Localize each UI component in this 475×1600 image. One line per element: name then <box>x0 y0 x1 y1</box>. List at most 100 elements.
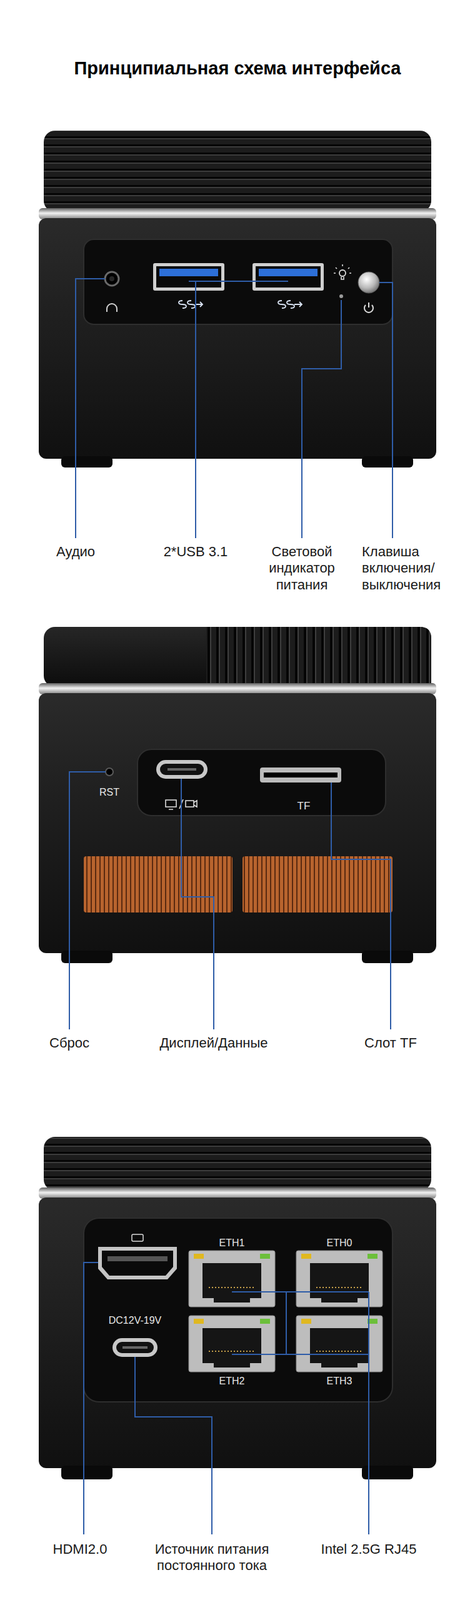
callout-label: Intel 2.5G RJ45 <box>296 1541 441 1558</box>
side-face <box>38 693 437 954</box>
port-marking: DC12V-19V <box>88 1314 182 1327</box>
port-marking-wrap: ETH3 <box>311 1375 368 1387</box>
headset-icon <box>106 303 117 312</box>
rj45-led <box>301 1253 312 1259</box>
leader-line <box>331 782 391 1030</box>
rj45-led <box>301 1318 312 1324</box>
rj45-opening <box>310 1328 369 1368</box>
usb-c-tongue <box>167 768 197 771</box>
led-icon-rays <box>333 264 352 280</box>
usb-port-tongue <box>159 268 219 277</box>
lid-flat <box>43 626 432 687</box>
port-marking-wrap: ETH0 <box>311 1236 368 1249</box>
port-marking: RST <box>87 786 132 799</box>
foot <box>361 456 414 468</box>
leader-line <box>83 1262 99 1535</box>
reset-hole <box>105 768 114 776</box>
usb-c-opening <box>160 763 204 775</box>
callout-label-wrap: Дисплей/Данные <box>141 1035 286 1052</box>
callout-label: Аудио <box>35 543 117 560</box>
power-led <box>339 294 344 299</box>
rj45-led <box>367 1253 378 1259</box>
rj45-opening <box>310 1263 369 1303</box>
callout-label: Источник питания постоянного тока <box>140 1541 284 1575</box>
callout-label: Слот TF <box>343 1035 438 1052</box>
superspeed-icon <box>278 300 302 309</box>
led-icon <box>339 270 346 277</box>
usb-port <box>153 263 225 291</box>
lid-fins <box>43 130 432 212</box>
data-icon-lens <box>193 800 197 807</box>
rj45-pins <box>316 1286 363 1289</box>
audio-jack <box>105 271 119 286</box>
front-face <box>38 218 437 459</box>
usb-c-port <box>156 760 208 779</box>
port-panel <box>83 1218 393 1402</box>
port-marking-wrap: ETH1 <box>203 1236 260 1249</box>
lid-fins <box>43 1136 432 1191</box>
tf-slot-opening <box>263 772 338 778</box>
hd-icon <box>131 1234 144 1242</box>
rj45-port <box>188 1250 275 1307</box>
callout-label: Сброс <box>28 1035 110 1052</box>
callout-label-wrap: Intel 2.5G RJ45 <box>296 1541 441 1558</box>
port-marking: ETH2 <box>203 1375 260 1387</box>
leader-lines <box>69 278 393 1535</box>
callout-label-wrap: Аудио <box>35 543 117 560</box>
port-marking: ETH1 <box>203 1236 260 1249</box>
leader-line <box>181 778 214 1030</box>
callout-label-wrap: Источник питания постоянного тока <box>140 1541 284 1575</box>
rj45-pins <box>316 1350 363 1352</box>
power-button <box>358 271 380 294</box>
usb-c-port <box>112 1338 158 1357</box>
superspeed-icon <box>178 300 203 309</box>
copper-vent <box>83 856 233 913</box>
tf-slot <box>260 767 342 783</box>
leader-line <box>379 282 393 539</box>
hdmi-opening <box>101 1250 174 1276</box>
usb-c-tongue <box>122 1346 148 1349</box>
audio-jack-hole <box>109 276 115 282</box>
silver-rim <box>38 683 437 695</box>
power-symbol <box>364 302 374 313</box>
port-marking: ETH3 <box>311 1375 368 1387</box>
silver-rim <box>38 208 437 220</box>
rj45-pins <box>208 1350 255 1352</box>
port-marking: ETH0 <box>311 1236 368 1249</box>
rj45-port <box>296 1315 383 1372</box>
callout-label: Дисплей/Данные <box>141 1035 286 1052</box>
lid-fins <box>206 626 432 687</box>
leader-line <box>69 771 106 1030</box>
rear-face <box>38 1197 437 1469</box>
rj45-opening <box>202 1328 262 1368</box>
callout-label: Клавиша включения/ выключения <box>361 543 465 594</box>
foot <box>61 1465 113 1480</box>
rj45-pins <box>208 1286 255 1289</box>
display-icon <box>165 800 177 807</box>
hdmi-tongue <box>107 1256 168 1262</box>
port-marking-wrap: DC12V-19V <box>88 1314 182 1327</box>
page-title: Принципиальная схема интерфейса <box>12 57 463 80</box>
usb-port <box>252 263 324 291</box>
foot <box>361 950 414 964</box>
page-title-wrap: Принципиальная схема интерфейса <box>12 57 463 80</box>
leader-line <box>75 278 105 539</box>
port-marking-wrap: ETH2 <box>203 1375 260 1387</box>
callout-label: Световой индикатор питания <box>258 543 346 594</box>
rj45-port <box>188 1315 275 1372</box>
rj45-led <box>193 1318 204 1324</box>
leader-line <box>301 300 342 539</box>
callout-label-wrap: Клавиша включения/ выключения <box>361 543 465 594</box>
hdmi-port <box>98 1246 177 1280</box>
copper-vent <box>242 856 393 913</box>
rj45-led <box>260 1318 270 1324</box>
callout-label: HDMI2.0 <box>39 1541 121 1558</box>
port-panel <box>137 749 386 816</box>
usb-port-tongue <box>258 268 318 277</box>
rj45-port <box>296 1250 383 1307</box>
port-marking-wrap: RST <box>87 786 132 799</box>
callout-label-wrap: Сброс <box>28 1035 110 1052</box>
callout-label-wrap: Световой индикатор питания <box>258 543 346 594</box>
silver-rim <box>38 1187 437 1199</box>
